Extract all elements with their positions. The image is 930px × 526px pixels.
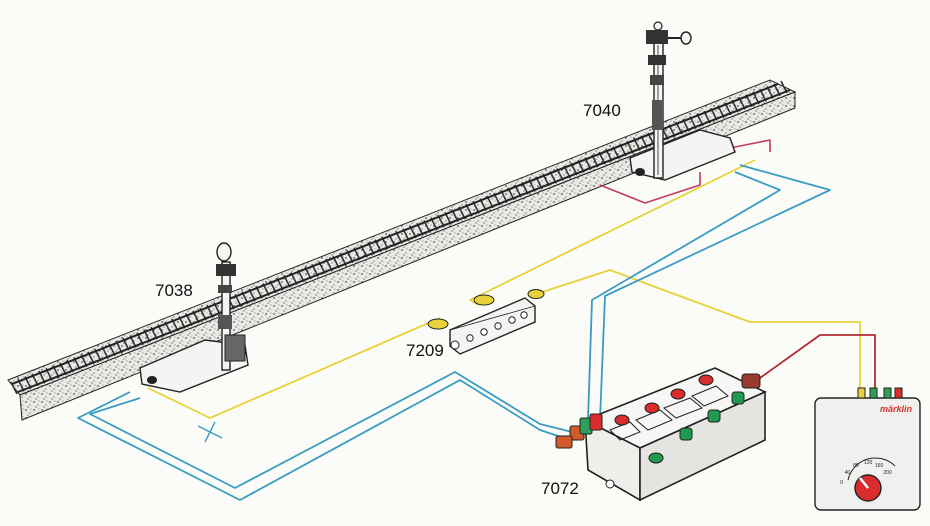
dial-scale-value: 40 [844,469,851,476]
track [7,79,797,421]
red-button-1[interactable] [614,414,630,426]
yellow-wire-7209-to-transformer [529,269,861,390]
blue-wire-7040-outer [599,164,831,421]
track-ballast-top [7,79,797,396]
signal-7040 [629,21,736,181]
label-7040: 7040 [583,101,621,120]
label-7072: 7072 [541,479,579,498]
label-7038: 7038 [155,281,193,300]
transformer-dial-arc [847,457,896,481]
green-button-3[interactable] [707,409,721,423]
track-rail-back [11,83,779,385]
dial-scale-value: 160 [874,462,884,469]
red-plug [741,373,761,389]
blue-wire-7038-inner [89,371,573,489]
blue-wire-7038-outer [77,379,571,501]
green-button-4[interactable] [731,391,745,405]
transformer [814,387,921,511]
red-button-4[interactable] [698,374,714,386]
distribution-strip-7209 [427,289,545,355]
dial-scale-value: 0 [840,480,844,487]
signal-7038-base [139,339,249,393]
transformer-brand-logo: märklin [880,404,913,414]
blue-wire-7040-inner [587,171,781,421]
dial-scale-value: 80 [853,462,859,469]
wiring [77,139,876,501]
red-wire-box-to-transformer [759,334,876,390]
track-ballast-front [19,91,796,421]
green-button-2[interactable] [679,427,693,441]
label-7209: 7209 [406,341,444,360]
magenta-wire [599,172,701,204]
red-button-3[interactable] [670,388,686,400]
control-box-7072 [555,367,767,502]
dial-scale-value: 120 [864,460,873,466]
magenta-wire-2 [729,139,771,152]
yellow-wire-7040-to-7209 [469,159,756,306]
green-button-1[interactable] [648,452,664,464]
wire-cross-mark-2 [204,421,216,443]
transformer-body [814,397,921,511]
yellow-wire-7038-to-7209 [147,317,441,419]
track-sleepers [10,80,788,395]
dial-scale-value: 200 [883,469,892,476]
track-rail-front [17,89,791,393]
red-button-2[interactable] [644,402,660,414]
control-box-side [639,390,766,502]
signal-7038 [139,242,249,393]
